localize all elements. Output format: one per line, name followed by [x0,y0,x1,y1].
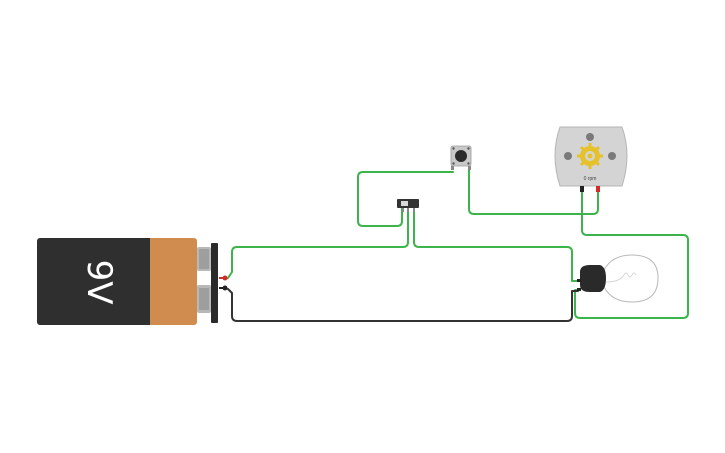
battery-band [150,238,197,325]
pushbutton[interactable] [450,145,472,170]
wire-switch-to-pushbutton[interactable] [357,171,454,227]
slide-switch-knob[interactable] [401,201,408,206]
wires [227,165,689,322]
slide-switch[interactable] [397,199,419,212]
battery-clip [211,243,218,323]
dc-motor-gear-icon [577,143,603,169]
dc-motor[interactable]: 0 rpm [554,126,628,192]
light-bulb-socket [580,265,606,292]
wire-switch-to-bulb[interactable] [413,205,579,282]
light-bulb[interactable] [577,254,659,303]
light-bulb-glass [603,254,659,303]
wire-motor-to-bulb[interactable] [574,189,689,319]
dc-motor-rpm-label: 0 rpm [584,176,597,182]
dc-motor-terminal-red[interactable] [596,186,600,192]
battery-label: 9V [79,260,119,305]
pushbutton-cap[interactable] [455,150,467,162]
wire-battery-negative-to-bulb[interactable] [227,288,579,322]
battery-case [37,238,153,325]
battery-9v[interactable]: 9V [37,238,228,325]
wire-battery-to-switch[interactable] [227,205,409,279]
wire-pushbutton-to-motor[interactable] [468,165,599,215]
dc-motor-terminal-black[interactable] [580,186,584,192]
